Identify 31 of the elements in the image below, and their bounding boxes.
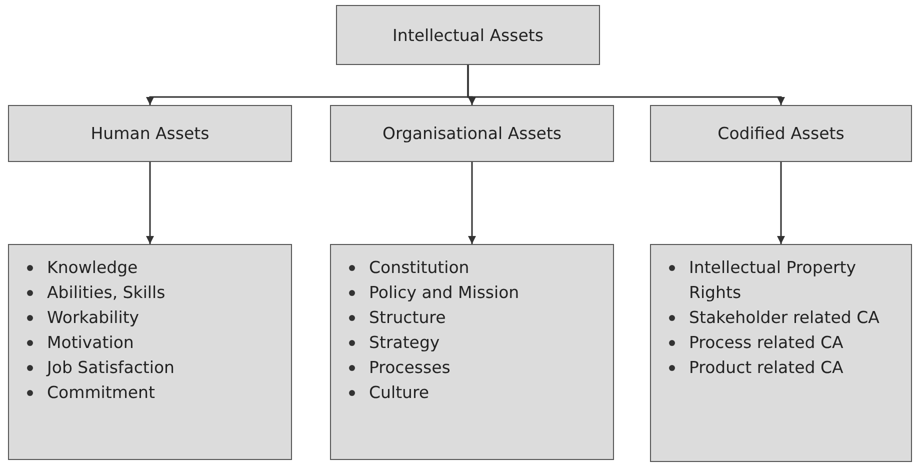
- list-item: Structure: [345, 305, 603, 330]
- list-item: Strategy: [345, 330, 603, 355]
- category-box: [650, 105, 912, 162]
- list-item: Intellectual Property Rights: [665, 255, 901, 305]
- list-box: [330, 244, 614, 460]
- arrow: [467, 65, 785, 105]
- arrow: [146, 162, 154, 244]
- box-title: Codified Assets: [718, 124, 844, 143]
- list-item: Abilities, Skills: [23, 280, 281, 305]
- list-box: [8, 244, 292, 460]
- list-item: Workability: [23, 305, 281, 330]
- arrow: [777, 162, 785, 244]
- box-title: Organisational Assets: [382, 124, 562, 143]
- list-box: [650, 244, 912, 462]
- category-box: [8, 105, 292, 162]
- list-item: Process related CA: [665, 330, 901, 355]
- list-item: Knowledge: [23, 255, 281, 280]
- box-title: Human Assets: [90, 124, 210, 143]
- arrow: [468, 162, 476, 244]
- list-item: Culture: [345, 380, 603, 405]
- list-item: Motivation: [23, 330, 281, 355]
- list-item: Policy and Mission: [345, 280, 603, 305]
- list-item: Job Satisfaction: [23, 355, 281, 380]
- category-box: [336, 5, 600, 65]
- list-item: Processes: [345, 355, 603, 380]
- list-item: Product related CA: [665, 355, 901, 380]
- category-box: [330, 105, 614, 162]
- list-item: Commitment: [23, 380, 281, 405]
- list-item: Stakeholder related CA: [665, 305, 901, 330]
- box-title: Intellectual Assets: [392, 26, 544, 44]
- list-item: Constitution: [345, 255, 603, 280]
